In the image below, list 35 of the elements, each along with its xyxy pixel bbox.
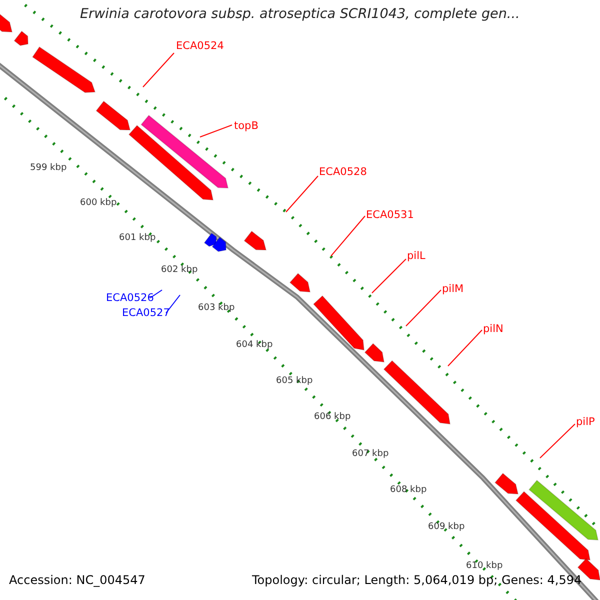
leader-line <box>372 258 406 294</box>
footer-text: Topology: circular; Length: 5,064,019 bp; Genes: 4,594 <box>252 574 582 588</box>
kbp-label: 607 kbp <box>352 449 389 460</box>
gene-label: pilP <box>576 416 595 428</box>
kbp-label: 601 kbp <box>119 233 156 244</box>
leader-line <box>166 294 180 314</box>
leader-line <box>286 176 318 212</box>
leader-line <box>330 216 366 256</box>
kbp-label: 600 kbp <box>80 198 117 208</box>
leader-line <box>540 424 576 458</box>
leader-line <box>448 330 482 366</box>
gene-label: ECA0527 <box>122 307 170 320</box>
leader-line <box>150 290 162 298</box>
gene-label: pilN <box>483 323 504 336</box>
kbp-label: 606 kbp <box>314 412 351 422</box>
gene-label: topB <box>234 120 258 132</box>
kbp-label: 608 kbp <box>390 485 427 496</box>
gene-label: ECA0526 <box>106 292 154 304</box>
kbp-label: 610 kbp <box>466 561 503 572</box>
gene-label: pilL <box>407 250 426 262</box>
leader-line <box>406 290 442 326</box>
kbp-label: 603 kbp <box>198 303 235 314</box>
kbp-label: 604 kbp <box>236 340 273 350</box>
title: Erwinia carotovora subsp. atroseptica SCRI1043, complete gen... <box>80 7 520 23</box>
gene-label: ECA0528 <box>319 166 367 178</box>
leader-line <box>200 124 232 138</box>
kbp-label: 609 kbp <box>428 522 465 532</box>
kbp-label: 605 kbp <box>276 376 313 386</box>
gene-label: ECA0524 <box>176 40 224 52</box>
gene-label: pilM <box>442 283 464 296</box>
kbp-label: 599 kbp <box>30 163 67 174</box>
gene-label: ECA0531 <box>366 209 414 222</box>
leader-line <box>142 52 174 88</box>
kbp-label: 602 kbp <box>161 265 198 276</box>
footer-text: Accession: NC_004547 <box>9 574 146 588</box>
